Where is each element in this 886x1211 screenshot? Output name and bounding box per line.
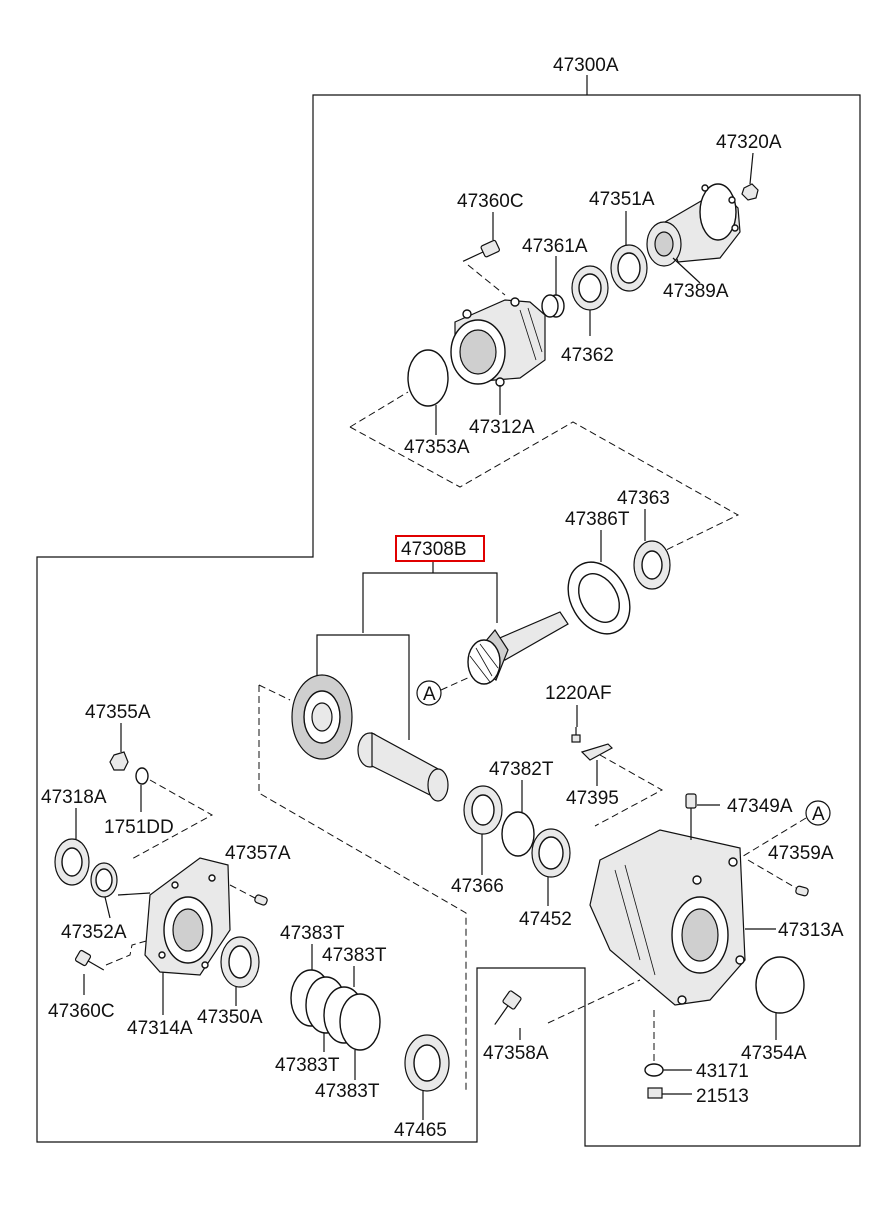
label-47314A[interactable]: 47314A xyxy=(127,1018,193,1039)
part-47359A-pin[interactable] xyxy=(747,859,809,897)
part-47351A-seal[interactable] xyxy=(610,244,648,292)
part-47352A-seal[interactable] xyxy=(90,862,118,898)
part-47312A-housing[interactable] xyxy=(450,297,546,387)
label-1220AF[interactable]: 1220AF xyxy=(545,683,612,704)
label-47357A[interactable]: 47357A xyxy=(225,843,291,864)
label-47389A[interactable]: 47389A xyxy=(663,281,729,302)
part-47382T-oring[interactable] xyxy=(501,811,535,857)
label-47360C-bottom[interactable]: 47360C xyxy=(48,1001,115,1022)
label-47313A[interactable]: 47313A xyxy=(778,920,844,941)
reference-marker-a-right xyxy=(739,800,831,859)
label-47352A[interactable]: 47352A xyxy=(61,922,127,943)
leader-lines xyxy=(75,152,777,1120)
label-ref-a-right: A xyxy=(812,804,825,825)
label-47382T[interactable]: 47382T xyxy=(489,759,554,780)
label-47318A[interactable]: 47318A xyxy=(41,787,107,808)
part-43171-washer[interactable] xyxy=(644,1063,664,1077)
assembly-boundary xyxy=(36,75,861,1147)
left-upper-dash xyxy=(129,779,214,861)
part-47389A-flange[interactable] xyxy=(646,183,741,267)
part-47383T-rings[interactable] xyxy=(290,969,381,1051)
label-1751DD[interactable]: 1751DD xyxy=(104,817,174,838)
part-1751DD-washer[interactable] xyxy=(135,767,149,785)
label-47355A[interactable]: 47355A xyxy=(85,702,151,723)
part-47353A-oring[interactable] xyxy=(407,349,449,407)
label-47452[interactable]: 47452 xyxy=(519,909,572,930)
part-47363-bearing[interactable] xyxy=(633,540,671,590)
part-47360C-bottom-bolt[interactable] xyxy=(74,949,107,975)
label-47366[interactable]: 47366 xyxy=(451,876,504,897)
part-ring-gear[interactable] xyxy=(291,674,353,760)
part-47361A-spring[interactable] xyxy=(541,294,565,318)
part-47452-seal[interactable] xyxy=(531,828,571,878)
label-47363[interactable]: 47363 xyxy=(617,488,670,509)
label-21513[interactable]: 21513 xyxy=(696,1086,749,1107)
label-47360C-top[interactable]: 47360C xyxy=(457,191,524,212)
part-47357A-pin[interactable] xyxy=(254,894,268,906)
label-47312A[interactable]: 47312A xyxy=(469,417,535,438)
bracket-dash xyxy=(594,754,664,827)
part-47395-bracket[interactable] xyxy=(580,743,613,761)
part-47355A-plug[interactable] xyxy=(109,751,129,771)
part-47308B-pinion-shaft[interactable] xyxy=(467,611,569,685)
part-47318A-seal[interactable] xyxy=(54,838,90,886)
part-1220AF-screw[interactable] xyxy=(571,727,581,743)
part-47362-bearing[interactable] xyxy=(571,265,609,311)
part-47386T-shim[interactable] xyxy=(556,551,642,645)
label-47383T-a[interactable]: 47383T xyxy=(280,923,345,944)
label-47465[interactable]: 47465 xyxy=(394,1120,447,1141)
label-47358A[interactable]: 47358A xyxy=(483,1043,549,1064)
highlight-box-47308B xyxy=(395,535,485,562)
label-ref-a-left: A xyxy=(423,684,436,705)
part-47465-bearing[interactable] xyxy=(404,1034,450,1092)
part-labels: 47300A 47320A 47360C 47351A 47361A 47389… xyxy=(41,55,844,1141)
upper-subassembly-outline xyxy=(349,421,740,553)
label-47383T-b[interactable]: 47383T xyxy=(322,945,387,966)
part-47320A-nut[interactable] xyxy=(741,183,759,201)
part-47349A-breather[interactable] xyxy=(685,793,697,840)
label-47362[interactable]: 47362 xyxy=(561,345,614,366)
label-47354A[interactable]: 47354A xyxy=(741,1043,807,1064)
label-47386T[interactable]: 47386T xyxy=(565,509,630,530)
part-47350A-seal[interactable] xyxy=(220,936,260,988)
left-bolt-dash xyxy=(105,939,151,966)
pinion-leader-lines xyxy=(316,561,498,740)
pinion-subassembly-outline xyxy=(258,685,467,1090)
label-47359A[interactable]: 47359A xyxy=(768,843,834,864)
part-47366-bearing[interactable] xyxy=(463,785,503,835)
label-47353A[interactable]: 47353A xyxy=(404,437,470,458)
part-47314A-case[interactable] xyxy=(144,857,231,976)
label-47308B[interactable]: 47308B xyxy=(401,539,467,560)
label-47320A[interactable]: 47320A xyxy=(716,132,782,153)
label-47300A[interactable]: 47300A xyxy=(553,55,619,76)
bolt-dash-lower xyxy=(547,979,641,1024)
label-47383T-c[interactable]: 47383T xyxy=(275,1055,340,1076)
label-47361A[interactable]: 47361A xyxy=(522,236,588,257)
label-47350A[interactable]: 47350A xyxy=(197,1007,263,1028)
part-47360C-top-bolt[interactable] xyxy=(461,239,506,296)
label-47349A[interactable]: 47349A xyxy=(727,796,793,817)
part-47358A-bolt[interactable] xyxy=(489,990,522,1028)
part-output-shaft[interactable] xyxy=(357,731,449,802)
part-47354A-oring[interactable] xyxy=(755,956,805,1014)
label-47351A[interactable]: 47351A xyxy=(589,189,655,210)
reference-marker-a-left xyxy=(416,675,473,706)
label-47395[interactable]: 47395 xyxy=(566,788,619,809)
label-43171[interactable]: 43171 xyxy=(696,1061,749,1082)
part-47313A-case[interactable] xyxy=(589,829,746,1006)
label-47383T-d[interactable]: 47383T xyxy=(315,1081,380,1102)
part-21513-plug[interactable] xyxy=(647,1087,663,1099)
